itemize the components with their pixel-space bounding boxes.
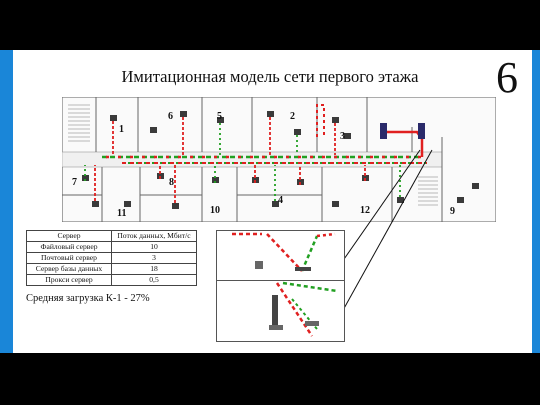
- table-cell: Прокси сервер: [26, 274, 112, 286]
- switch-icon: [305, 321, 319, 326]
- room-label: 10: [210, 205, 220, 216]
- right-accent-bar: [532, 50, 540, 353]
- room-label: 5: [217, 111, 222, 122]
- average-load-text: Средняя загрузка К-1 - 27%: [26, 293, 150, 304]
- floor-plan: 1 2 3 4 5 6 7 8 9 10 11 12: [62, 97, 496, 222]
- zoom-diagram: [232, 232, 336, 272]
- left-accent-bar: [0, 50, 13, 353]
- table-row: Прокси сервер 0,5: [26, 274, 197, 286]
- room-label: 4: [278, 195, 283, 206]
- table-cell: 0,5: [111, 274, 197, 286]
- slide-number: 6: [496, 53, 518, 102]
- table-header-row: Сервер Поток данных, Мбит/с: [26, 230, 197, 242]
- table-cell: Почтовый сервер: [26, 252, 112, 264]
- room-label: 1: [119, 124, 124, 135]
- table-row: Почтовый сервер 3: [26, 252, 197, 264]
- zoom-diagram: [269, 281, 338, 337]
- room-label: 3: [340, 131, 345, 142]
- slide-title: Имитационная модель сети первого этажа: [121, 67, 419, 86]
- table-header-cell: Поток данных, Мбит/с: [111, 230, 197, 242]
- room-label: 7: [72, 177, 77, 188]
- room-label: 9: [450, 206, 455, 217]
- table-header-cell: Сервер: [26, 230, 112, 242]
- table-cell: 18: [111, 263, 197, 275]
- zoom-view-rack-link: [216, 280, 345, 342]
- table-cell: Файловый сервер: [26, 241, 112, 253]
- zoom-view-server-link: [216, 230, 345, 282]
- table-cell: Сервер базы данных: [26, 263, 112, 275]
- table-row: Файловый сервер 10: [26, 241, 197, 253]
- room-label: 11: [117, 208, 126, 219]
- room-label: 6: [168, 111, 173, 122]
- table-row: Сервер базы данных 18: [26, 263, 197, 275]
- table-cell: 3: [111, 252, 197, 264]
- room-label: 8: [169, 177, 174, 188]
- server-icon: [269, 325, 283, 330]
- rack-icon: [272, 295, 278, 325]
- server-icon: [255, 261, 263, 269]
- slide: Имитационная модель сети первого этажа 6: [0, 50, 540, 353]
- traffic-table: Сервер Поток данных, Мбит/с Файловый сер…: [26, 230, 197, 286]
- room-label: 2: [290, 111, 295, 122]
- room-label: 12: [360, 205, 370, 216]
- table-cell: 10: [111, 241, 197, 253]
- switch-icon: [295, 267, 311, 271]
